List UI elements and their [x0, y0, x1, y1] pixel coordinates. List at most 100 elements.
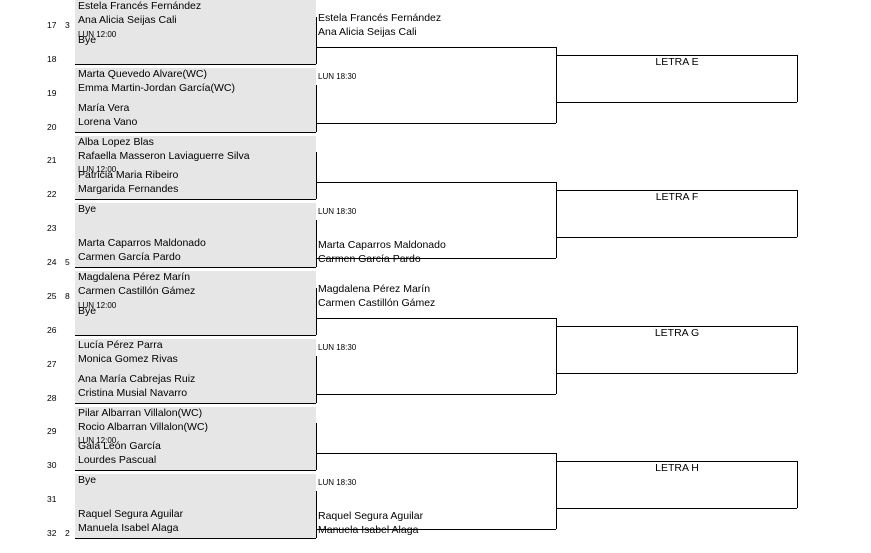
letter-line	[556, 326, 797, 327]
first-round-line	[75, 267, 316, 268]
first-round-line	[75, 199, 316, 200]
draw-number: 23	[47, 223, 57, 233]
player-name: Carmen Castillón Gámez	[78, 285, 196, 297]
letter-line	[556, 461, 797, 462]
second-round-connector	[556, 182, 557, 258]
draw-number: 20	[47, 122, 57, 132]
player-name: Manuela Isabel Alaga	[78, 522, 179, 534]
letter-connector	[797, 55, 798, 102]
draw-number: 24	[47, 257, 57, 267]
second-round-line	[316, 529, 556, 530]
player-name: Magdalena Pérez Marín	[78, 271, 191, 283]
second-round-line	[316, 318, 556, 319]
seed-number: 3	[65, 20, 70, 30]
player-name: Rocio Albarran Villalon(WC)	[78, 421, 208, 433]
player-name: Cristina Musial Navarro	[78, 387, 188, 399]
letter-connector	[797, 190, 798, 237]
shaded-slot	[75, 271, 316, 335]
first-round-connector	[316, 85, 317, 132]
first-round-line	[75, 538, 316, 539]
letter-line	[556, 373, 797, 374]
first-round-line	[75, 335, 316, 336]
first-round-connector	[316, 220, 317, 267]
letter-label: LETRA E	[655, 56, 699, 68]
match-time: LUN 12:00	[78, 30, 117, 39]
letter-line	[556, 508, 797, 509]
player-name: Carmen Castillón Gámez	[318, 297, 436, 309]
letter-line	[556, 237, 797, 238]
match-time: LUN 18:30	[318, 72, 357, 81]
player-name: Alba Lopez Blas	[78, 136, 154, 148]
draw-number: 17	[47, 20, 57, 30]
player-name: Ana Alicia Seijas Cali	[78, 14, 177, 26]
match-time: LUN 12:00	[78, 301, 117, 310]
player-name: Rafaella Masseron Laviaguerre Silva	[78, 150, 250, 162]
first-round-connector	[316, 288, 317, 335]
player-name: María Vera	[78, 102, 130, 114]
shaded-slot	[75, 0, 316, 64]
second-round-line	[316, 47, 556, 48]
second-round-connector	[556, 47, 557, 123]
player-name: Raquel Segura Aguilar	[78, 508, 184, 520]
second-round-line	[316, 123, 556, 124]
letter-connector	[797, 326, 798, 373]
draw-number: 28	[47, 393, 57, 403]
draw-number: 26	[47, 325, 57, 335]
second-round-connector	[556, 453, 557, 529]
draw-number: 30	[47, 460, 57, 470]
first-round-connector	[316, 491, 317, 538]
shaded-slot	[75, 474, 316, 538]
letter-label: LETRA H	[655, 462, 699, 474]
match-time: LUN 12:00	[78, 165, 117, 174]
draw-number: 27	[47, 359, 57, 369]
first-round-connector	[316, 356, 317, 403]
player-name: Gala León García	[78, 440, 161, 452]
player-name: Ana Alicia Seijas Cali	[318, 26, 417, 38]
player-name: Bye	[78, 305, 97, 317]
seed-number: 5	[65, 257, 70, 267]
player-name: Monica Gomez Rivas	[78, 353, 178, 365]
player-name: Lorena Vano	[78, 116, 138, 128]
draw-number: 18	[47, 54, 57, 64]
player-name: Lucía Pérez Parra	[78, 339, 163, 351]
letter-line	[556, 190, 797, 191]
first-round-line	[75, 403, 316, 404]
player-name: Estela Francés Fernández	[78, 0, 202, 12]
first-round-connector	[316, 17, 317, 64]
shaded-slot	[75, 203, 316, 267]
player-name: Estela Francés Fernández	[318, 12, 442, 24]
match-time: LUN 12:00	[78, 436, 117, 445]
first-round-connector	[316, 423, 317, 470]
player-name: Patricia Maria Ribeiro	[78, 169, 179, 181]
letter-connector	[797, 461, 798, 508]
first-round-connector	[316, 152, 317, 199]
second-round-line	[316, 182, 556, 183]
player-name: Bye	[78, 474, 97, 486]
player-name: Bye	[78, 203, 97, 215]
player-name: Magdalena Pérez Marín	[318, 283, 431, 295]
letter-label: LETRA F	[655, 191, 699, 203]
seed-number: 2	[65, 528, 70, 538]
draw-number: 21	[47, 155, 57, 165]
player-name: Manuela Isabel Alaga	[318, 524, 419, 536]
second-round-line	[316, 258, 556, 259]
match-time: LUN 18:30	[318, 478, 357, 487]
draw-number: 29	[47, 426, 57, 436]
shaded-slot	[75, 339, 316, 403]
player-name: Marta Caparros Maldonado	[78, 237, 206, 249]
player-name: Bye	[78, 34, 97, 46]
player-name: Ana María Cabrejas Ruiz	[78, 373, 196, 385]
shaded-slot	[75, 68, 316, 132]
shaded-slot	[75, 407, 316, 471]
draw-number: 22	[47, 189, 57, 199]
player-name: Margarida Fernandes	[78, 183, 179, 195]
player-name: Emma Martin-Jordan García(WC)	[78, 82, 235, 94]
player-name: Marta Caparros Maldonado	[318, 239, 446, 251]
shaded-slot	[75, 136, 316, 200]
draw-number: 32	[47, 528, 57, 538]
letter-label: LETRA G	[654, 327, 700, 339]
player-name: Carmen García Pardo	[318, 253, 421, 265]
player-name: Marta Quevedo Alvare(WC)	[78, 68, 207, 80]
player-name: Carmen García Pardo	[78, 251, 181, 263]
